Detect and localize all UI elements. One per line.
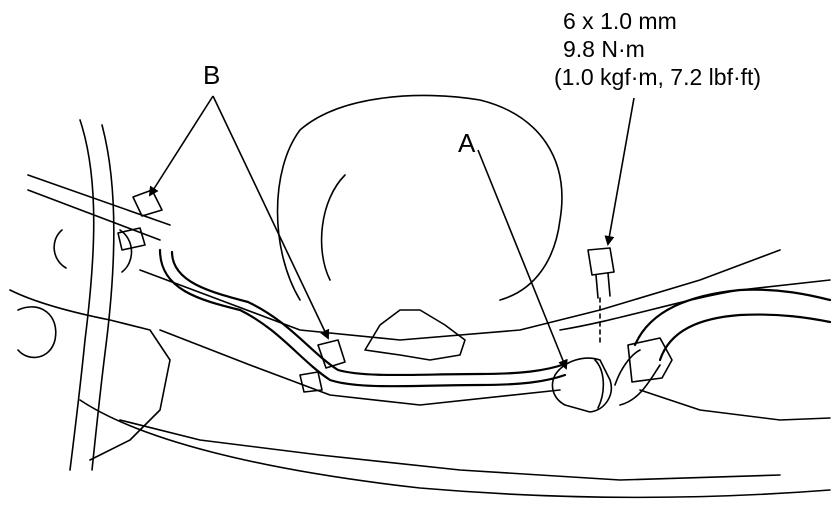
- housing-inner-arc: [320, 174, 346, 281]
- torque-nm: 9.8 N·m: [563, 36, 645, 62]
- leader-b-right: [212, 95, 330, 340]
- right-hose-lower: [658, 313, 832, 362]
- line-pipe-upper: [158, 248, 567, 388]
- clamp-a-ring: [594, 359, 605, 409]
- right-hose-bend-bottom: [619, 364, 661, 406]
- housing-outline: [276, 94, 563, 301]
- callout-b: B: [203, 60, 221, 90]
- callout-a: A: [458, 128, 476, 158]
- leader-a: [477, 149, 568, 370]
- leader-b-left: [148, 95, 214, 197]
- clamp-a-body: [551, 357, 612, 413]
- left-bulge-2: [119, 229, 133, 273]
- center-bracket: [364, 309, 466, 361]
- clip-b-lower: [117, 227, 146, 251]
- clip-b-center: [317, 339, 346, 369]
- right-hose-bend-top: [614, 349, 641, 386]
- frame-mid-contour: [159, 329, 561, 406]
- bolt-shank: [595, 272, 611, 299]
- frame-top-contour: [139, 249, 781, 341]
- torque-alt: (1.0 kgf·m, 7.2 lbf·ft): [554, 64, 762, 90]
- left-rod-bottom: [27, 189, 161, 241]
- line-pipe-lower: [170, 250, 567, 377]
- left-bulge: [53, 229, 67, 269]
- left-hose-inner: [91, 124, 115, 471]
- left-hose-outer: [69, 119, 95, 471]
- torque-size: 6 x 1.0 mm: [563, 8, 677, 34]
- clip-b-upper: [132, 189, 163, 217]
- frame-edge: [79, 399, 831, 499]
- frame-lower-contour: [119, 419, 781, 481]
- right-clamp: [627, 337, 673, 383]
- right-hose-upper: [633, 288, 832, 347]
- bolt-head: [587, 247, 615, 276]
- left-rod-top: [27, 174, 171, 226]
- left-body-contour: [9, 289, 171, 461]
- left-boss: [17, 306, 57, 359]
- clip-b-center-2: [299, 371, 323, 393]
- leader-bolt: [604, 97, 635, 246]
- frame-right-lower: [639, 389, 831, 421]
